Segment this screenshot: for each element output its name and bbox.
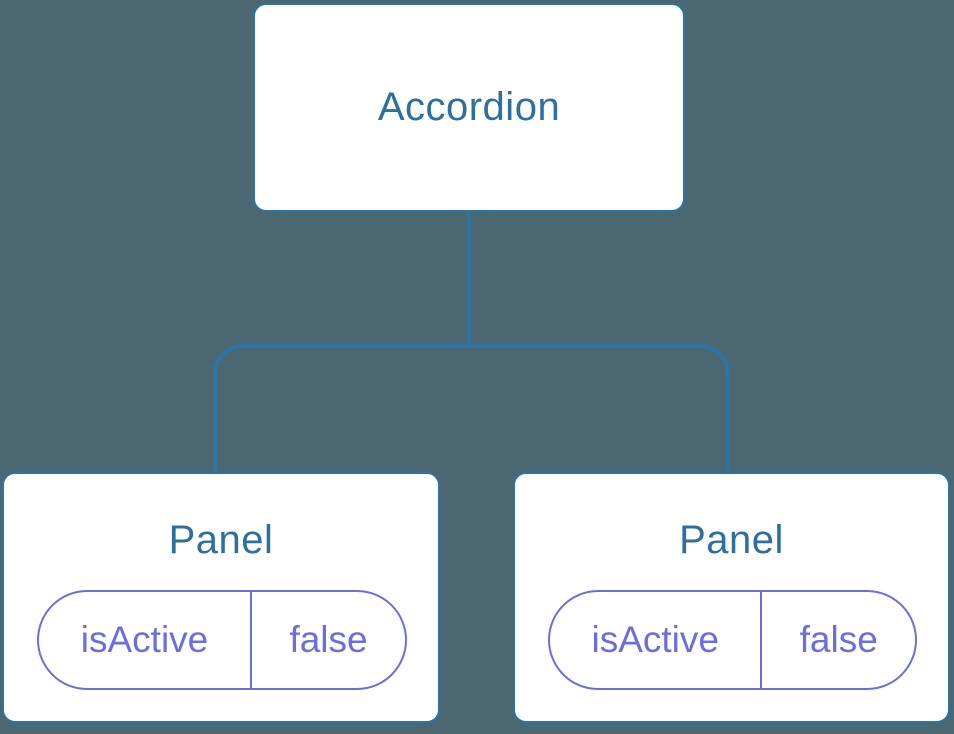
node-label-panel-left: Panel [168, 518, 274, 562]
tree-node-panel-right: Panel isActive false [513, 472, 950, 723]
state-key: isActive [591, 619, 719, 660]
pill-divider [760, 592, 763, 688]
tree-node-panel-left: Panel isActive false [2, 472, 440, 723]
tree-node-accordion: Accordion [253, 3, 685, 212]
state-value: false [799, 619, 878, 660]
state-pill-left: isActive false [37, 590, 407, 690]
pill-divider [250, 592, 253, 688]
node-label-panel-right: Panel [679, 518, 784, 562]
connector-bracket [213, 344, 730, 473]
state-key: isActive [80, 619, 209, 660]
node-label-accordion: Accordion [377, 85, 561, 129]
state-pill-right: isActive false [548, 590, 917, 690]
state-value: false [289, 619, 368, 660]
connector-stem [467, 211, 471, 348]
